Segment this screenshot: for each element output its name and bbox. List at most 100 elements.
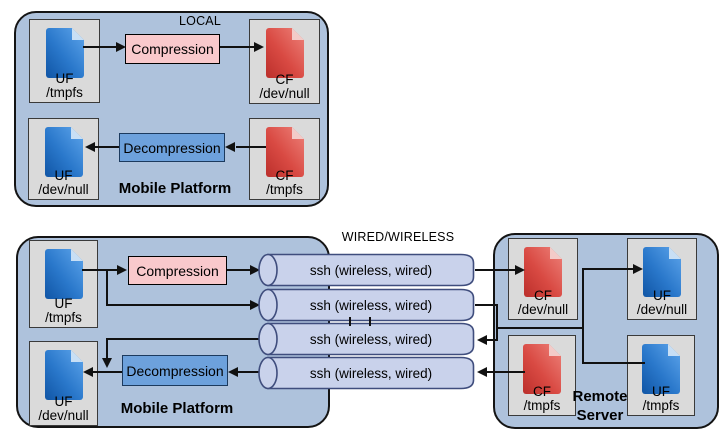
pipe-label: ssh (wireless, wired): [309, 331, 433, 347]
corner-notch: [669, 247, 681, 259]
flow-line: [95, 146, 119, 148]
file-format-label: UF: [54, 296, 73, 311]
local-file-box-cf-devnull: CF /dev/null: [249, 19, 320, 104]
blue-document-icon: [44, 249, 83, 299]
remote-server-label-line1: Remote: [572, 388, 628, 405]
arrowhead-right: [250, 300, 260, 310]
file-format-label: CF: [275, 72, 294, 87]
network-file-box-uf-devnull: UF /dev/null: [29, 341, 98, 426]
flow-line: [496, 304, 498, 341]
flow-line: [93, 371, 122, 373]
file-format-label: CF: [275, 168, 294, 183]
local-decompression-box: Decompression: [119, 133, 225, 162]
blue-document-icon: [642, 344, 680, 394]
red-document-icon: [265, 28, 304, 78]
pipe-cylinder-shape: [258, 288, 475, 322]
ssh-pipe-3: ssh (wireless, wired): [258, 322, 475, 356]
remote-file-box-cf-tmpfs: CF /tmpfs: [508, 335, 576, 416]
network-compression-box: Compression: [128, 256, 227, 285]
flow-line: [486, 339, 497, 341]
file-path-label: /dev/null: [636, 302, 688, 317]
local-compression-box: Compression: [125, 34, 220, 64]
arrowhead-left: [477, 367, 487, 377]
flow-line: [238, 371, 260, 373]
file-path-label: /tmpfs: [45, 310, 82, 325]
file-path-label: /dev/null: [259, 86, 310, 101]
local-file-box-uf-devnull: UF /dev/null: [28, 118, 99, 200]
remote-server-label: Remote Server: [561, 387, 639, 425]
pipe-cylinder-shape: [258, 253, 475, 287]
flow-line: [475, 269, 516, 271]
decompression-label: Decompression: [126, 362, 224, 379]
flow-line: [475, 304, 498, 306]
file-path-label: /tmpfs: [266, 182, 303, 197]
corner-notch: [549, 344, 561, 356]
flow-line: [582, 268, 584, 364]
corner-notch: [291, 28, 304, 40]
arrowhead-left: [225, 142, 235, 152]
remote-file-box-uf-devnull: UF /dev/null: [627, 238, 697, 320]
file-format-label: UF: [653, 288, 671, 303]
arrowhead-right: [633, 264, 643, 274]
pipe-label: ssh (wireless, wired): [309, 297, 433, 313]
flow-line: [227, 269, 250, 271]
decompression-label: Decompression: [123, 139, 221, 156]
blue-document-icon: [643, 247, 681, 297]
remote-file-box-cf-devnull: CF /dev/null: [508, 238, 578, 320]
local-file-box-uf-tmpfs: UF /tmpfs: [29, 19, 100, 103]
pipe-label: ssh (wireless, wired): [309, 365, 433, 381]
arrowhead-right: [116, 42, 126, 52]
local-platform-label: Mobile Platform: [118, 180, 232, 197]
flow-line: [106, 270, 108, 305]
file-path-label: /tmpfs: [46, 85, 83, 100]
red-document-icon: [524, 247, 562, 297]
ssh-pipe-4: ssh (wireless, wired): [258, 356, 475, 390]
pipe-cylinder-shape: [258, 356, 475, 390]
local-section-title: LOCAL: [179, 14, 221, 28]
flow-line: [496, 327, 584, 329]
blue-document-icon: [45, 28, 84, 78]
corner-notch: [70, 127, 83, 139]
flow-line: [106, 338, 108, 359]
network-section-title: WIRED/WIRELESS: [341, 230, 455, 244]
flow-line: [106, 304, 250, 306]
blue-document-icon: [44, 350, 83, 400]
remote-server-label-line2: Server: [576, 407, 624, 424]
file-path-label: /dev/null: [517, 302, 569, 317]
file-path-label: /dev/null: [38, 408, 89, 423]
tick-mark: [369, 317, 371, 326]
corner-notch: [71, 28, 84, 40]
flow-line: [83, 46, 116, 48]
network-decompression-box: Decompression: [122, 355, 228, 386]
pipe-label: ssh (wireless, wired): [309, 262, 433, 278]
arrowhead-left: [83, 367, 93, 377]
compression-label: Compression: [131, 41, 214, 57]
flow-line: [487, 371, 525, 373]
file-format-label: CF: [533, 384, 551, 399]
arrowhead-down: [102, 358, 112, 368]
network-platform-label: Mobile Platform: [120, 400, 234, 417]
arrowhead-right: [117, 265, 127, 275]
compression-label: Compression: [136, 262, 219, 279]
flow-line: [106, 338, 260, 340]
ssh-pipe-1: ssh (wireless, wired): [258, 253, 475, 287]
red-document-icon: [265, 127, 304, 177]
corner-notch: [70, 350, 83, 362]
corner-notch: [668, 344, 680, 356]
flow-line: [220, 46, 254, 48]
file-path-label: /tmpfs: [523, 398, 561, 413]
file-format-label: CF: [534, 288, 552, 303]
tick-mark: [349, 317, 351, 326]
flow-line: [583, 268, 634, 270]
flow-line: [82, 269, 117, 271]
file-format-label: UF: [54, 168, 73, 183]
pipe-cylinder-shape: [258, 322, 475, 356]
arrowhead-left: [228, 367, 238, 377]
local-file-box-cf-tmpfs: CF /tmpfs: [249, 118, 320, 200]
flow-line: [236, 146, 266, 148]
corner-notch: [70, 249, 83, 261]
corner-notch: [291, 127, 304, 139]
remote-file-box-uf-tmpfs: UF /tmpfs: [627, 335, 695, 416]
ssh-pipe-2: ssh (wireless, wired): [258, 288, 475, 322]
